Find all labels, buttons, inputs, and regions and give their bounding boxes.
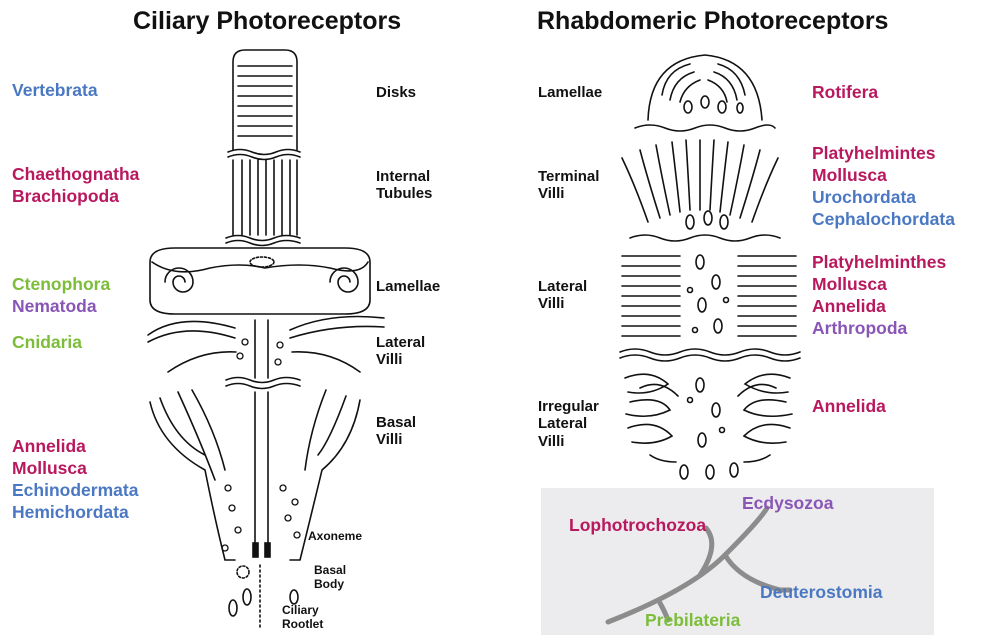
label-ciliary-lateral-villi-line2: Villi xyxy=(376,351,425,368)
taxon-rotifera: Rotifera xyxy=(812,82,878,102)
ciliary-lateral-villi xyxy=(148,317,384,389)
label-basal-villi: Basal Villi xyxy=(376,414,416,449)
label-terminal-villi-line1: Terminal xyxy=(538,168,599,185)
rhabdomeric-lamellae-dome xyxy=(635,55,775,131)
label-ciliary-lateral-villi-line1: Lateral xyxy=(376,334,425,351)
taxon-echinodermata: Echinodermata xyxy=(12,480,138,500)
taxon-arthropoda: Arthropoda xyxy=(812,318,907,338)
label-terminal-villi: Terminal Villi xyxy=(538,168,599,203)
label-internal-tubules-line1: Internal xyxy=(376,168,432,185)
rhabdomeric-terminal-villi xyxy=(622,140,780,241)
taxon-brachiopoda: Brachiopoda xyxy=(12,186,119,206)
label-rhabdomeric-lateral-villi-line2: Villi xyxy=(538,295,587,312)
taxon-mollusca-lateral: Mollusca xyxy=(812,274,887,294)
taxon-mollusca-terminal: Mollusca xyxy=(812,165,887,185)
label-irregular-line3: Villi xyxy=(538,433,599,450)
ciliary-vesicles xyxy=(222,339,300,551)
clade-lophotrochozoa: Lophotrochozoa xyxy=(569,515,706,535)
label-ciliary-lamellae: Lamellae xyxy=(376,278,440,295)
taxon-mollusca: Mollusca xyxy=(12,458,87,478)
ciliary-internal-tubules xyxy=(226,160,300,246)
taxon-nematoda: Nematoda xyxy=(12,296,97,316)
taxon-ctenophora: Ctenophora xyxy=(12,274,110,294)
ciliary-lamellae-drum xyxy=(150,248,370,314)
label-internal-tubules-line2: Tubules xyxy=(376,185,432,202)
label-basal-body: Basal Body xyxy=(314,564,346,592)
taxon-annelida-irregular: Annelida xyxy=(812,396,886,416)
label-rhabdomeric-lamellae: Lamellae xyxy=(538,84,602,101)
clade-deuterostomia: Deuterostomia xyxy=(760,582,883,602)
label-irregular-line1: Irregular xyxy=(538,398,599,415)
taxon-cephalochordata: Cephalochordata xyxy=(812,209,955,229)
label-ciliary-rootlet-line2: Rootlet xyxy=(282,618,323,632)
label-basal-body-line1: Basal xyxy=(314,564,346,578)
clade-prebilateria: Prebilateria xyxy=(645,610,740,630)
label-irregular-lateral-villi: Irregular Lateral Villi xyxy=(538,398,599,450)
clade-ecdysozoa: Ecdysozoa xyxy=(742,493,833,513)
label-disks: Disks xyxy=(376,84,416,101)
taxon-annelida-lateral: Annelida xyxy=(812,296,886,316)
label-basal-villi-line1: Basal xyxy=(376,414,416,431)
taxon-annelida: Annelida xyxy=(12,436,86,456)
taxon-platyhelminthes: Platyhelminthes xyxy=(812,252,946,272)
label-rhabdomeric-lateral-villi: Lateral Villi xyxy=(538,278,587,313)
taxon-vertebrata: Vertebrata xyxy=(12,80,98,100)
label-axoneme: Axoneme xyxy=(308,530,362,544)
label-ciliary-rootlet-line1: Ciliary xyxy=(282,604,323,618)
label-irregular-line2: Lateral xyxy=(538,415,599,432)
label-basal-villi-line2: Villi xyxy=(376,431,416,448)
label-basal-body-line2: Body xyxy=(314,578,346,592)
label-ciliary-rootlet: Ciliary Rootlet xyxy=(282,604,323,632)
label-internal-tubules: Internal Tubules xyxy=(376,168,432,203)
taxon-platyhelmintes: Platyhelmintes xyxy=(812,143,936,163)
taxon-cnidaria: Cnidaria xyxy=(12,332,82,352)
taxon-hemichordata: Hemichordata xyxy=(12,502,129,522)
taxon-urochordata: Urochordata xyxy=(812,187,916,207)
rhabdomeric-lateral-villi xyxy=(620,255,800,361)
taxon-chaethognatha: Chaethognatha xyxy=(12,164,139,184)
ciliary-disk-stack xyxy=(228,50,300,160)
rhabdomeric-irregular-villi xyxy=(625,374,792,479)
ciliary-basal-villi xyxy=(150,390,360,628)
label-rhabdomeric-lateral-villi-line1: Lateral xyxy=(538,278,587,295)
label-terminal-villi-line2: Villi xyxy=(538,185,599,202)
label-ciliary-lateral-villi: Lateral Villi xyxy=(376,334,425,369)
